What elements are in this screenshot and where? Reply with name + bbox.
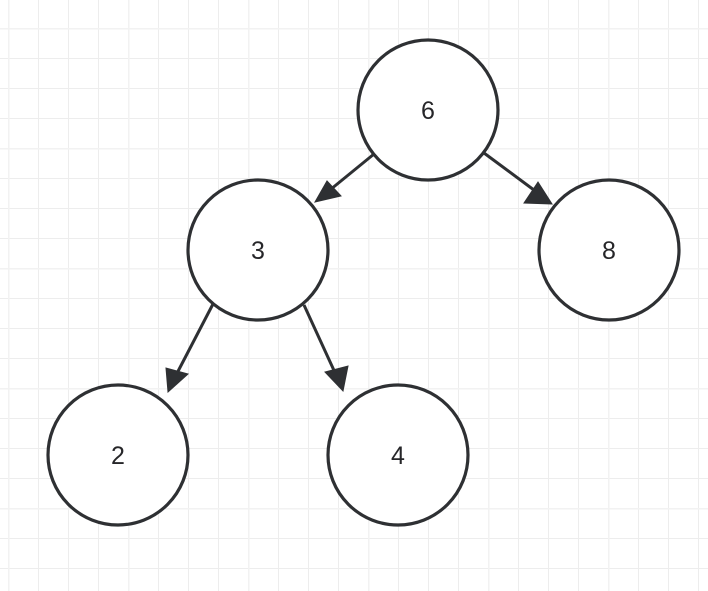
tree-node-6[interactable]: 6 <box>356 38 500 182</box>
arrowhead-icon <box>523 181 553 205</box>
node-group: 6 3 8 2 4 <box>46 38 681 527</box>
node-label: 8 <box>602 237 616 265</box>
arrowhead-icon <box>165 367 190 394</box>
node-circle <box>46 383 190 527</box>
node-circle <box>186 178 330 322</box>
node-circle <box>356 38 500 182</box>
edge-line <box>302 304 339 378</box>
node-circle <box>326 383 470 527</box>
edge-6-to-3[interactable] <box>313 152 375 203</box>
tree-node-3[interactable]: 3 <box>186 178 330 322</box>
edge-line <box>483 151 543 198</box>
tree-node-8[interactable]: 8 <box>537 178 681 322</box>
edge-6-to-8[interactable] <box>483 151 553 205</box>
node-label: 6 <box>421 97 435 125</box>
edge-line <box>172 303 215 380</box>
tree-node-4[interactable]: 4 <box>326 383 470 527</box>
edge-3-to-2[interactable] <box>165 303 215 394</box>
edge-3-to-4[interactable] <box>302 304 349 393</box>
arrowhead-icon <box>324 365 349 393</box>
node-circle <box>537 178 681 322</box>
node-label: 3 <box>251 237 265 265</box>
edge-group <box>165 151 553 394</box>
node-label: 4 <box>391 442 405 470</box>
tree-node-2[interactable]: 2 <box>46 383 190 527</box>
node-label: 2 <box>111 442 125 470</box>
arrowhead-icon <box>313 180 342 203</box>
